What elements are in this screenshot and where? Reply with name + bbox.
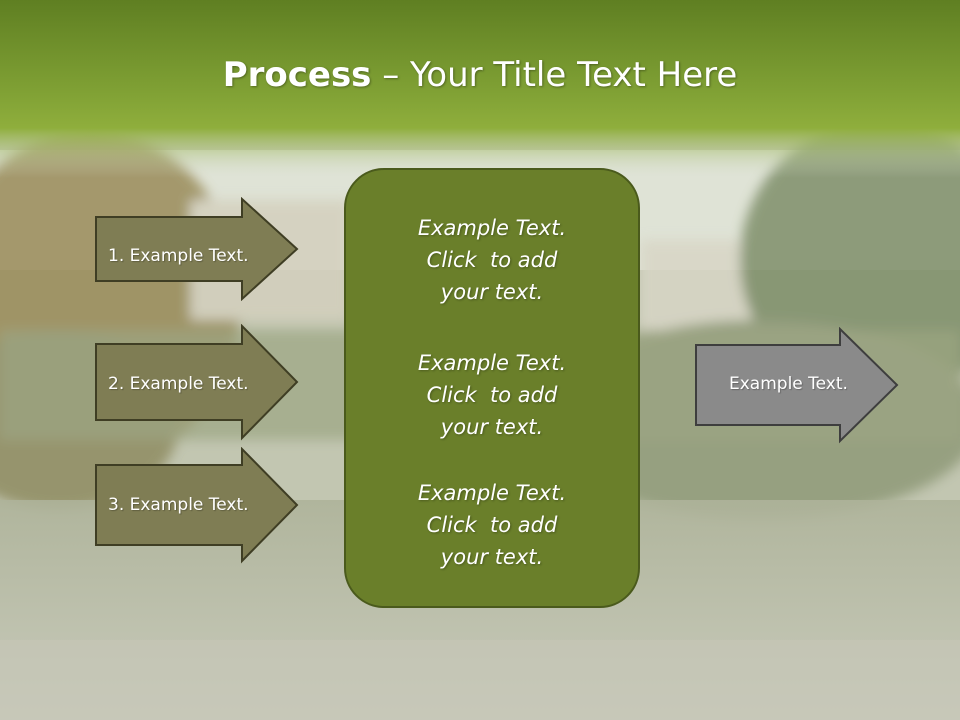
right-arrow	[695, 327, 899, 444]
center-text-block-3: Example Text. Click to add your text.	[344, 477, 640, 573]
center-block-2-line-3: your text.	[440, 415, 544, 439]
left-arrow-3	[95, 447, 299, 564]
center-block-3-line-1: Example Text.	[417, 481, 567, 505]
center-process-box	[344, 168, 640, 608]
center-text-block-1: Example Text. Click to add your text.	[344, 212, 640, 308]
center-block-1-line-1: Example Text.	[417, 216, 567, 240]
center-block-2-line-1: Example Text.	[417, 351, 567, 375]
center-block-1-line-2: Click to add	[426, 248, 558, 272]
left-arrow-1-label: 1. Example Text.	[108, 246, 249, 266]
slide-title: Process – Your Title Text Here	[0, 52, 960, 98]
center-block-3-line-3: your text.	[440, 545, 544, 569]
left-arrow-3-label: 3. Example Text.	[108, 495, 249, 515]
center-block-3-line-2: Click to add	[426, 513, 558, 537]
right-arrow-label: Example Text.	[729, 374, 848, 394]
center-block-2-line-2: Click to add	[426, 383, 558, 407]
left-arrow-1	[95, 197, 299, 301]
title-bold-part: Process	[222, 55, 372, 95]
center-text-block-2: Example Text. Click to add your text.	[344, 347, 640, 443]
title-rest-part: – Your Title Text Here	[371, 55, 738, 95]
left-arrow-2-label: 2. Example Text.	[108, 374, 249, 394]
left-arrow-2	[95, 324, 299, 441]
center-block-1-line-3: your text.	[440, 280, 544, 304]
